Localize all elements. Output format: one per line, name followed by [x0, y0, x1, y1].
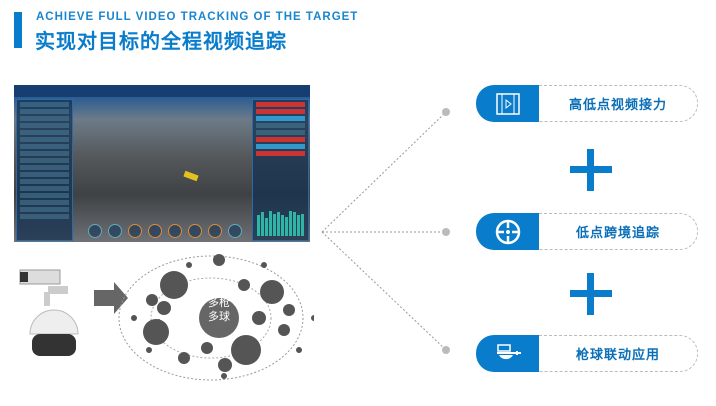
- subtitle-en: ACHIEVE FULL VIDEO TRACKING OF THE TARGE…: [36, 11, 359, 23]
- dashboard-right-stats-panel: [252, 99, 309, 241]
- dashboard-topbar: [14, 85, 310, 97]
- crosshair-target-icon: [476, 213, 539, 250]
- page-title: 实现对目标的全程视频追踪: [35, 29, 287, 53]
- feature-label: 枪球联动应用: [539, 335, 698, 372]
- multi-camera-network-diagram: [94, 254, 314, 381]
- dashboard-left-list-panel: [16, 99, 73, 241]
- feature-cross-border-tracking: 低点跨境追踪: [476, 213, 699, 250]
- title-accent-bar: [14, 12, 22, 48]
- camera-linkage-icon: [476, 335, 539, 372]
- plus-icon: [570, 273, 612, 315]
- feature-gun-ball-linkage: 枪球联动应用: [476, 335, 699, 372]
- arrow-icon: [94, 282, 128, 314]
- video-film-icon: [476, 85, 539, 122]
- feature-label: 低点跨境追踪: [539, 213, 698, 250]
- tracking-dashboard-screenshot: [14, 85, 310, 242]
- ptz-camera-image: [18, 262, 90, 360]
- feature-video-relay: 高低点视频接力: [476, 85, 699, 122]
- network-center-label: 多枪 多球: [208, 296, 230, 323]
- plus-icon: [570, 149, 612, 191]
- feature-label: 高低点视频接力: [539, 85, 698, 122]
